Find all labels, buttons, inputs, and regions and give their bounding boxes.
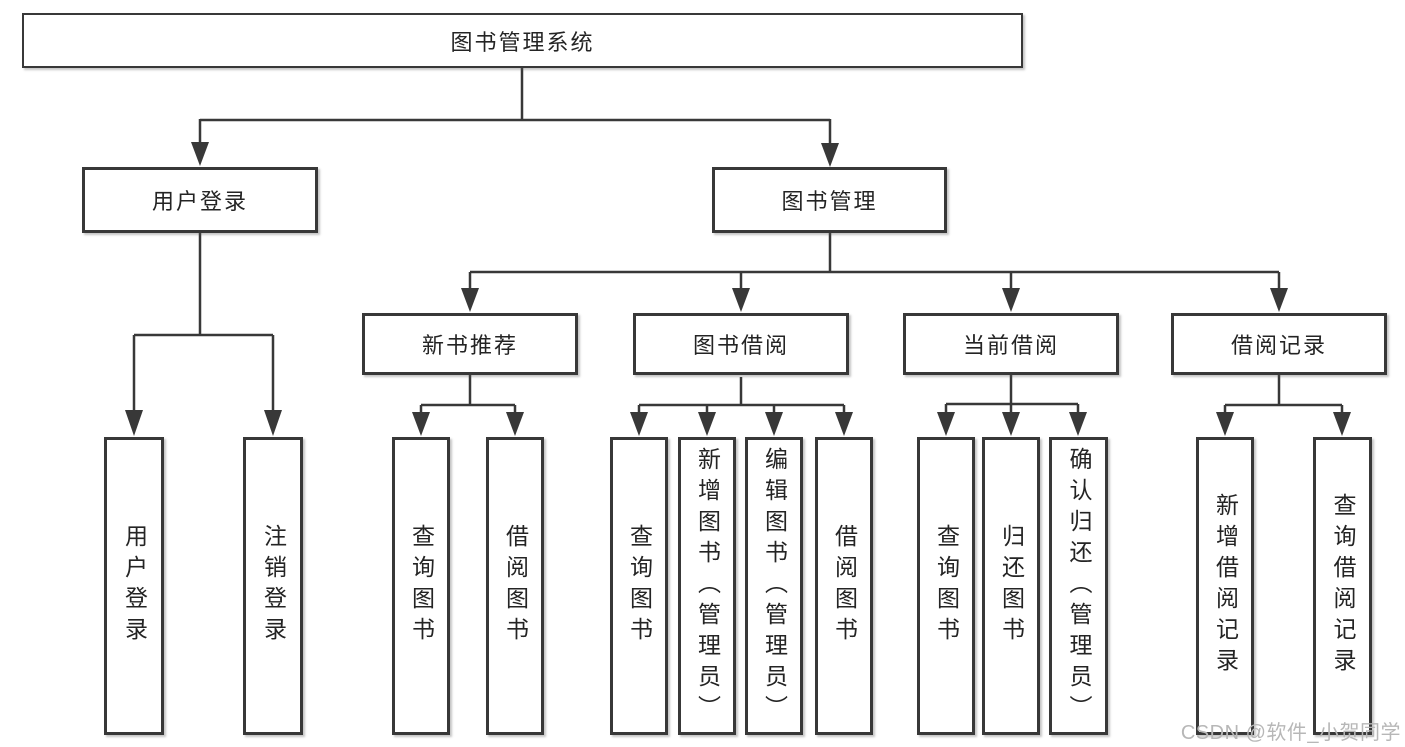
connector-user-login-children	[125, 233, 282, 436]
leaf-query-books-1: 查询图书	[392, 437, 450, 735]
arrowhead	[264, 410, 282, 436]
node-label: 注销登录	[260, 524, 287, 648]
node-label: 查询借阅记录	[1330, 493, 1356, 679]
leaf-query-books-2: 查询图书	[610, 437, 668, 735]
node-label: 借阅图书	[831, 524, 858, 648]
connector-new-book-children	[412, 375, 524, 436]
node-book-borrowing: 图书借阅	[633, 313, 849, 375]
leaf-borrow-books-1: 借阅图书	[486, 437, 544, 735]
node-library-management-system: 图书管理系统	[22, 13, 1023, 68]
node-label: 新增借阅记录	[1212, 493, 1239, 679]
arrowhead	[1333, 412, 1351, 436]
node-label: 图书借阅	[692, 333, 789, 358]
leaf-add-borrow-record: 新增借阅记录	[1196, 437, 1254, 735]
arrowhead	[125, 410, 143, 436]
leaf-query-borrow-record: 查询借阅记录	[1313, 437, 1372, 735]
arrowhead	[1002, 288, 1020, 312]
node-book-management: 图书管理	[712, 167, 947, 233]
node-label: 新书推荐	[421, 333, 518, 358]
node-label: 用户登录	[121, 524, 148, 648]
arrowhead	[1216, 412, 1234, 436]
node-borrowing-records: 借阅记录	[1171, 313, 1387, 375]
node-label: 图书管理系统	[450, 29, 595, 55]
node-label: 查询图书	[626, 524, 653, 648]
leaf-confirm-return-admin: 确认归还（管理员）	[1049, 437, 1108, 735]
arrowhead	[835, 412, 853, 436]
arrowhead	[732, 288, 750, 312]
node-label: 编辑图书（管理员）	[761, 446, 788, 726]
connector-book-management-children	[461, 233, 1288, 312]
connector-root-to-level1	[191, 68, 839, 167]
arrowhead	[630, 412, 648, 436]
arrowhead	[937, 412, 955, 436]
csdn-watermark: CSDN @软件_小贺同学	[1180, 722, 1401, 744]
connector-book-borrow-children	[630, 377, 853, 436]
leaf-edit-books-admin: 编辑图书（管理员）	[745, 437, 803, 735]
leaf-query-books-3: 查询图书	[917, 437, 975, 735]
node-user-login: 用户登录	[82, 167, 318, 233]
node-label: 图书管理	[781, 189, 878, 214]
node-new-book-recommendation: 新书推荐	[362, 313, 578, 375]
connector-current-borrow-children	[937, 375, 1087, 436]
leaf-logout: 注销登录	[243, 437, 303, 735]
node-label: 借阅图书	[502, 524, 529, 648]
node-label: 新增图书（管理员）	[694, 446, 721, 726]
arrowhead	[1069, 412, 1087, 436]
arrowhead	[1002, 412, 1020, 436]
node-label: 用户登录	[151, 189, 248, 214]
leaf-user-login: 用户登录	[104, 437, 164, 735]
arrowhead	[765, 412, 783, 436]
node-label: 确认归还（管理员）	[1066, 446, 1092, 726]
node-label: 归还图书	[998, 524, 1025, 648]
node-label: 查询图书	[933, 524, 960, 648]
node-label: 借阅记录	[1230, 333, 1327, 358]
arrowhead	[412, 412, 430, 436]
node-label: 当前借阅	[962, 333, 1059, 358]
node-current-borrowing: 当前借阅	[903, 313, 1119, 375]
arrowhead	[506, 412, 524, 436]
node-label: 查询图书	[408, 524, 435, 648]
arrowhead	[698, 412, 716, 436]
leaf-add-books-admin: 新增图书（管理员）	[678, 437, 736, 735]
arrowhead	[821, 143, 839, 167]
arrowhead	[1270, 288, 1288, 312]
arrowhead	[461, 288, 479, 312]
arrowhead	[191, 142, 209, 166]
leaf-return-books: 归还图书	[982, 437, 1040, 735]
connector-borrow-records-children	[1216, 375, 1351, 436]
leaf-borrow-books-2: 借阅图书	[815, 437, 873, 735]
